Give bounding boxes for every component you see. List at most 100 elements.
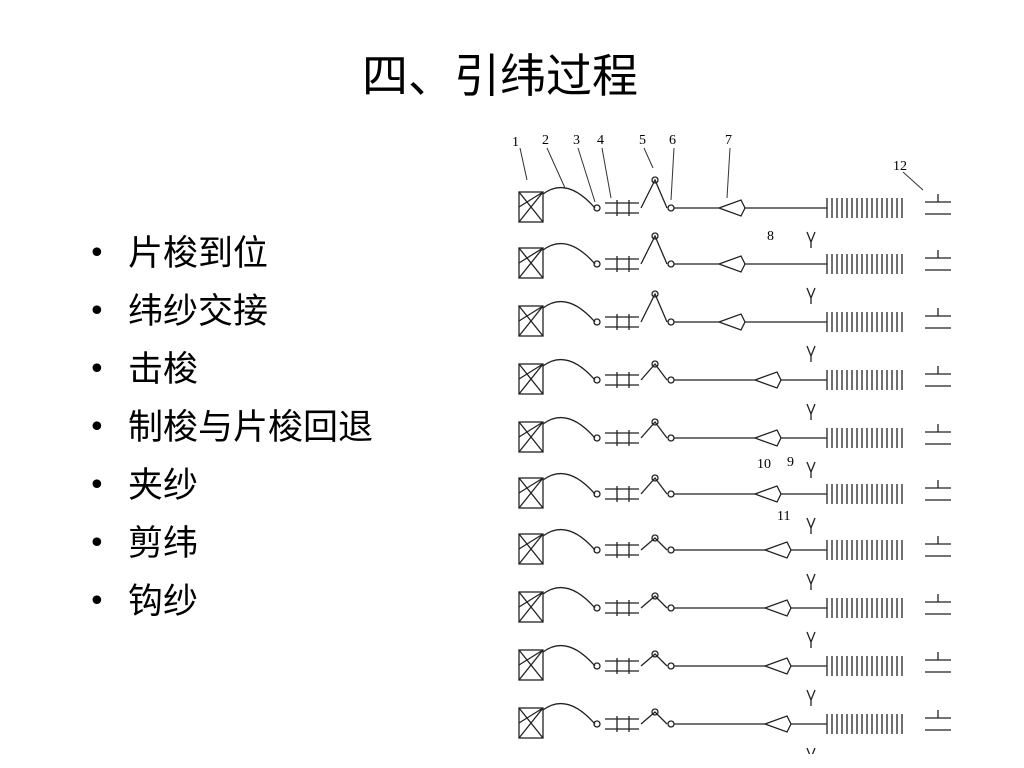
tension-lever-tip <box>651 418 659 426</box>
bobbin-cross <box>518 591 544 623</box>
yarn-feeder-eye <box>667 204 675 212</box>
receiving-unit <box>925 536 951 557</box>
step-row <box>518 176 951 248</box>
tucker-needle <box>806 747 816 754</box>
yarn-brake <box>605 716 639 732</box>
bobbin-cross <box>518 533 544 565</box>
weft-yarn-path <box>542 358 596 381</box>
bobbin-cross <box>518 305 544 337</box>
bullet-dot-icon: • <box>88 584 106 619</box>
diagram-label-5: 5 <box>639 133 646 148</box>
bullet-text: 片梭到位 <box>128 234 269 274</box>
tension-lever <box>640 476 668 495</box>
receiving-unit <box>925 194 951 215</box>
diagram-label-10: 10 <box>757 457 771 472</box>
diagram-label-12: 12 <box>893 159 907 174</box>
weft-yarn-path <box>542 186 596 209</box>
diagram-label-3: 3 <box>573 133 580 148</box>
bobbin-cross <box>518 477 544 509</box>
weft-yarn-path <box>542 242 596 265</box>
weft-yarn-path <box>542 300 596 323</box>
yarn-feeder-eye <box>667 604 675 612</box>
tension-lever-tip <box>651 360 659 368</box>
diagram-label-11: 11 <box>777 509 790 524</box>
yarn-feeder-clamp <box>763 541 792 559</box>
step-row <box>518 358 951 420</box>
tension-lever <box>640 178 668 209</box>
yarn-brake <box>605 200 639 216</box>
tucker-needle <box>806 573 816 590</box>
yarn-brake <box>605 372 639 388</box>
diagram-label-7: 7 <box>725 133 732 148</box>
yarn-guide-eye <box>593 546 601 554</box>
step-row <box>518 472 951 534</box>
bullet-item: •制梭与片梭回退 <box>88 404 373 462</box>
yarn-guide-eye <box>593 204 601 212</box>
yarn-feeder-eye <box>667 376 675 384</box>
label-leaders <box>519 147 924 203</box>
weft-yarn-path <box>542 472 596 495</box>
tension-lever <box>640 711 668 725</box>
tension-lever-tip <box>651 474 659 482</box>
yarn-feeder-clamp <box>763 599 792 617</box>
bullet-dot-icon: • <box>88 236 106 271</box>
step-row <box>518 528 951 590</box>
bullet-dot-icon: • <box>88 352 106 387</box>
receiving-unit <box>925 594 951 615</box>
yarn-guide-eye <box>593 490 601 498</box>
yarn-brake <box>605 600 639 616</box>
receiving-unit <box>925 424 951 445</box>
yarn-guide-eye <box>593 604 601 612</box>
bullet-text: 剪纬 <box>128 524 199 564</box>
yarn-guide-eye <box>593 318 601 326</box>
tension-lever-tip <box>651 290 659 298</box>
yarn-guide-eye <box>593 662 601 670</box>
yarn-guide-eye <box>593 260 601 268</box>
yarn-feeder-clamp <box>717 313 746 331</box>
yarn-brake <box>605 658 639 674</box>
tucker-needle <box>806 403 816 420</box>
tucker-needle <box>806 345 816 362</box>
tension-lever-tip <box>651 650 659 658</box>
tension-lever <box>640 234 668 265</box>
yarn-feeder-clamp <box>753 485 782 503</box>
weft-yarn-path <box>542 702 596 725</box>
yarn-feeder-clamp <box>753 371 782 389</box>
bullet-dot-icon: • <box>88 410 106 445</box>
yarn-brake <box>605 430 639 446</box>
yarn-brake <box>605 486 639 502</box>
tucker-needle <box>806 517 816 534</box>
bullet-dot-icon: • <box>88 294 106 329</box>
slide-title: 四、引纬过程 <box>362 49 638 103</box>
receiving-unit <box>925 308 951 329</box>
tension-lever-tip <box>651 176 659 184</box>
yarn-feeder-clamp <box>763 715 792 733</box>
bobbin-cross <box>518 707 544 739</box>
tension-lever <box>640 292 668 323</box>
weft-insertion-diagram: 1 2 3 4 5 6 7 8 9 10 11 12 <box>505 128 995 754</box>
yarn-feeder-eye <box>667 720 675 728</box>
tucker-needle <box>806 287 816 304</box>
weft-yarn-path <box>542 586 596 609</box>
weft-yarn-path <box>542 644 596 667</box>
yarn-guide-eye <box>593 434 601 442</box>
bullet-text: 纬纱交接 <box>128 292 269 332</box>
step-row <box>518 644 951 706</box>
diagram-label-9: 9 <box>787 455 794 470</box>
bullet-dot-icon: • <box>88 526 106 561</box>
bobbin-cross <box>518 191 544 223</box>
weft-yarn-path <box>542 416 596 439</box>
step-row <box>518 586 951 648</box>
yarn-feeder-eye <box>667 318 675 326</box>
receiving-unit <box>925 250 951 271</box>
bobbin-cross <box>518 247 544 279</box>
bullet-item: •钩纱 <box>88 578 373 636</box>
tension-lever-tip <box>651 232 659 240</box>
tension-lever-tip <box>651 708 659 716</box>
tension-lever-tip <box>651 592 659 600</box>
yarn-feeder-clamp <box>763 657 792 675</box>
bullet-item: • 纬纱交接 <box>88 288 373 346</box>
tucker-needle <box>806 631 816 648</box>
yarn-brake <box>605 256 639 272</box>
yarn-brake <box>605 314 639 330</box>
